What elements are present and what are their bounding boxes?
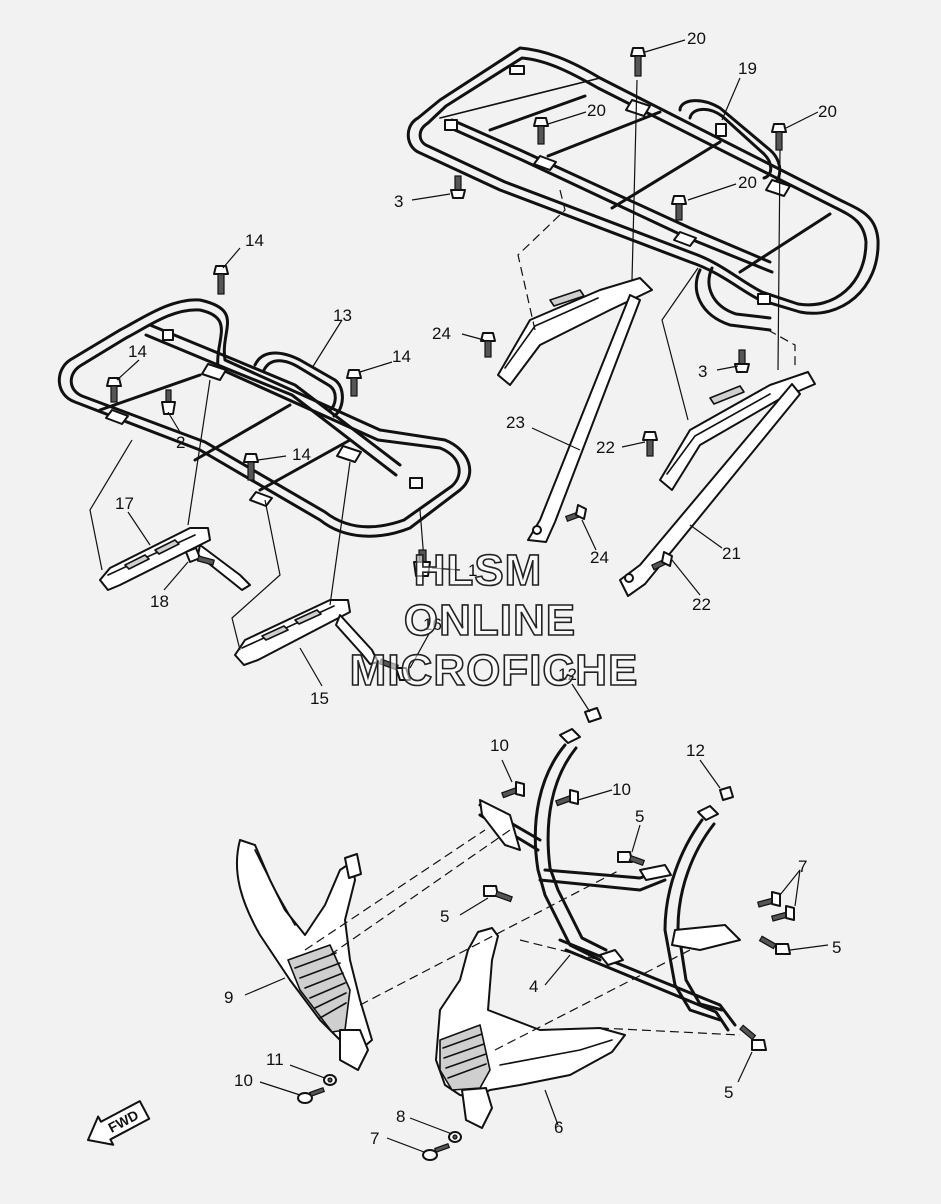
bolt-5b — [483, 885, 513, 903]
watermark-line-3: MICROFICHE — [350, 646, 639, 695]
bolt-14d — [243, 453, 259, 481]
watermark: HLSM ONLINE MICROFICHE — [349, 545, 639, 696]
callout-16: 16 — [423, 615, 442, 634]
bolt-20b — [533, 117, 549, 145]
callout-17: 17 — [115, 494, 134, 513]
screw-10c — [297, 1086, 326, 1104]
clip-12b — [719, 786, 734, 801]
callout-14: 14 — [128, 342, 147, 361]
bolt-16 — [378, 658, 411, 681]
bolt-14b — [106, 377, 122, 403]
front-carrier-bracket-17 — [99, 527, 251, 591]
callout-22: 22 — [596, 438, 615, 457]
callout-20: 20 — [687, 29, 706, 48]
screw-7c — [422, 1142, 451, 1161]
front-carrier-bracket-15 — [234, 599, 379, 666]
bolts — [106, 47, 795, 1161]
fwd-arrow-icon — [87, 1100, 151, 1146]
bolt-7b — [771, 905, 795, 922]
side-cover-right — [435, 927, 626, 1129]
callout-8: 8 — [396, 1107, 405, 1126]
callout-1: 1 — [468, 561, 477, 580]
callout-12: 12 — [686, 741, 705, 760]
bolt-10b — [555, 789, 579, 807]
rear-carrier — [406, 46, 880, 332]
washer-8 — [448, 1131, 462, 1143]
watermark-line-1: HLSM — [414, 546, 543, 595]
callout-12: 12 — [558, 665, 577, 684]
bolt-18 — [185, 547, 215, 566]
bolt-14a — [213, 265, 229, 295]
callout-14: 14 — [392, 347, 411, 366]
callout-15: 15 — [310, 689, 329, 708]
bolt-3a — [450, 175, 466, 199]
bolt-22a — [642, 431, 658, 457]
callout-2: 2 — [176, 433, 185, 452]
callout-10: 10 — [234, 1071, 253, 1090]
bolt-22b — [651, 551, 673, 571]
callout-10: 10 — [612, 780, 631, 799]
callout-24: 24 — [590, 548, 609, 567]
callout-14: 14 — [245, 231, 264, 250]
callout-4: 4 — [529, 977, 538, 996]
assembly-lines — [89, 79, 796, 1051]
rear-carrier-stay-left — [497, 277, 653, 543]
leader-lines — [116, 39, 829, 1153]
callout-22: 22 — [692, 595, 711, 614]
callout-6: 6 — [554, 1118, 563, 1137]
callout-20: 20 — [738, 173, 757, 192]
front-guard — [478, 728, 741, 1032]
callout-13: 13 — [333, 306, 352, 325]
callout-9: 9 — [224, 988, 233, 1007]
callout-20: 20 — [587, 101, 606, 120]
callout-3: 3 — [698, 362, 707, 381]
bolt-10a — [501, 781, 525, 799]
side-cover-left — [235, 839, 373, 1071]
bolt-20c — [771, 123, 787, 151]
bolt-7a — [757, 891, 781, 908]
callout-labels: 20 19 20 20 20 3 24 3 23 22 24 21 22 14 … — [115, 29, 841, 1148]
callout-5: 5 — [832, 938, 841, 957]
callout-5: 5 — [635, 807, 644, 826]
callout-19: 19 — [738, 59, 757, 78]
callout-7: 7 — [370, 1129, 379, 1148]
fwd-arrow: FWD — [87, 1100, 151, 1146]
callout-5: 5 — [724, 1083, 733, 1102]
callout-5: 5 — [440, 907, 449, 926]
watermark-line-2: ONLINE — [404, 596, 576, 645]
clip-12a — [584, 707, 602, 723]
front-carrier — [57, 298, 472, 538]
callout-23: 23 — [506, 413, 525, 432]
callout-7: 7 — [798, 857, 807, 876]
bolt-5a — [617, 851, 646, 866]
callout-3: 3 — [394, 192, 403, 211]
washer-11 — [323, 1074, 337, 1086]
callout-21: 21 — [722, 544, 741, 563]
bolt-14c — [346, 369, 362, 397]
bolt-3b — [734, 349, 750, 373]
bolt-2 — [161, 389, 176, 415]
callout-11: 11 — [266, 1050, 284, 1069]
bolt-1 — [413, 549, 431, 577]
bolt-5d — [739, 1024, 767, 1051]
bolt-24b — [564, 504, 587, 522]
callout-18: 18 — [150, 592, 169, 611]
callout-20: 20 — [818, 102, 837, 121]
callout-10: 10 — [490, 736, 509, 755]
bolt-20a — [630, 47, 646, 77]
bolt-24a — [480, 332, 496, 358]
callout-24: 24 — [432, 324, 451, 343]
callout-14: 14 — [292, 445, 311, 464]
rear-carrier-stay-right — [619, 371, 816, 597]
bolt-5c — [758, 935, 791, 955]
bolt-20d — [671, 195, 687, 221]
